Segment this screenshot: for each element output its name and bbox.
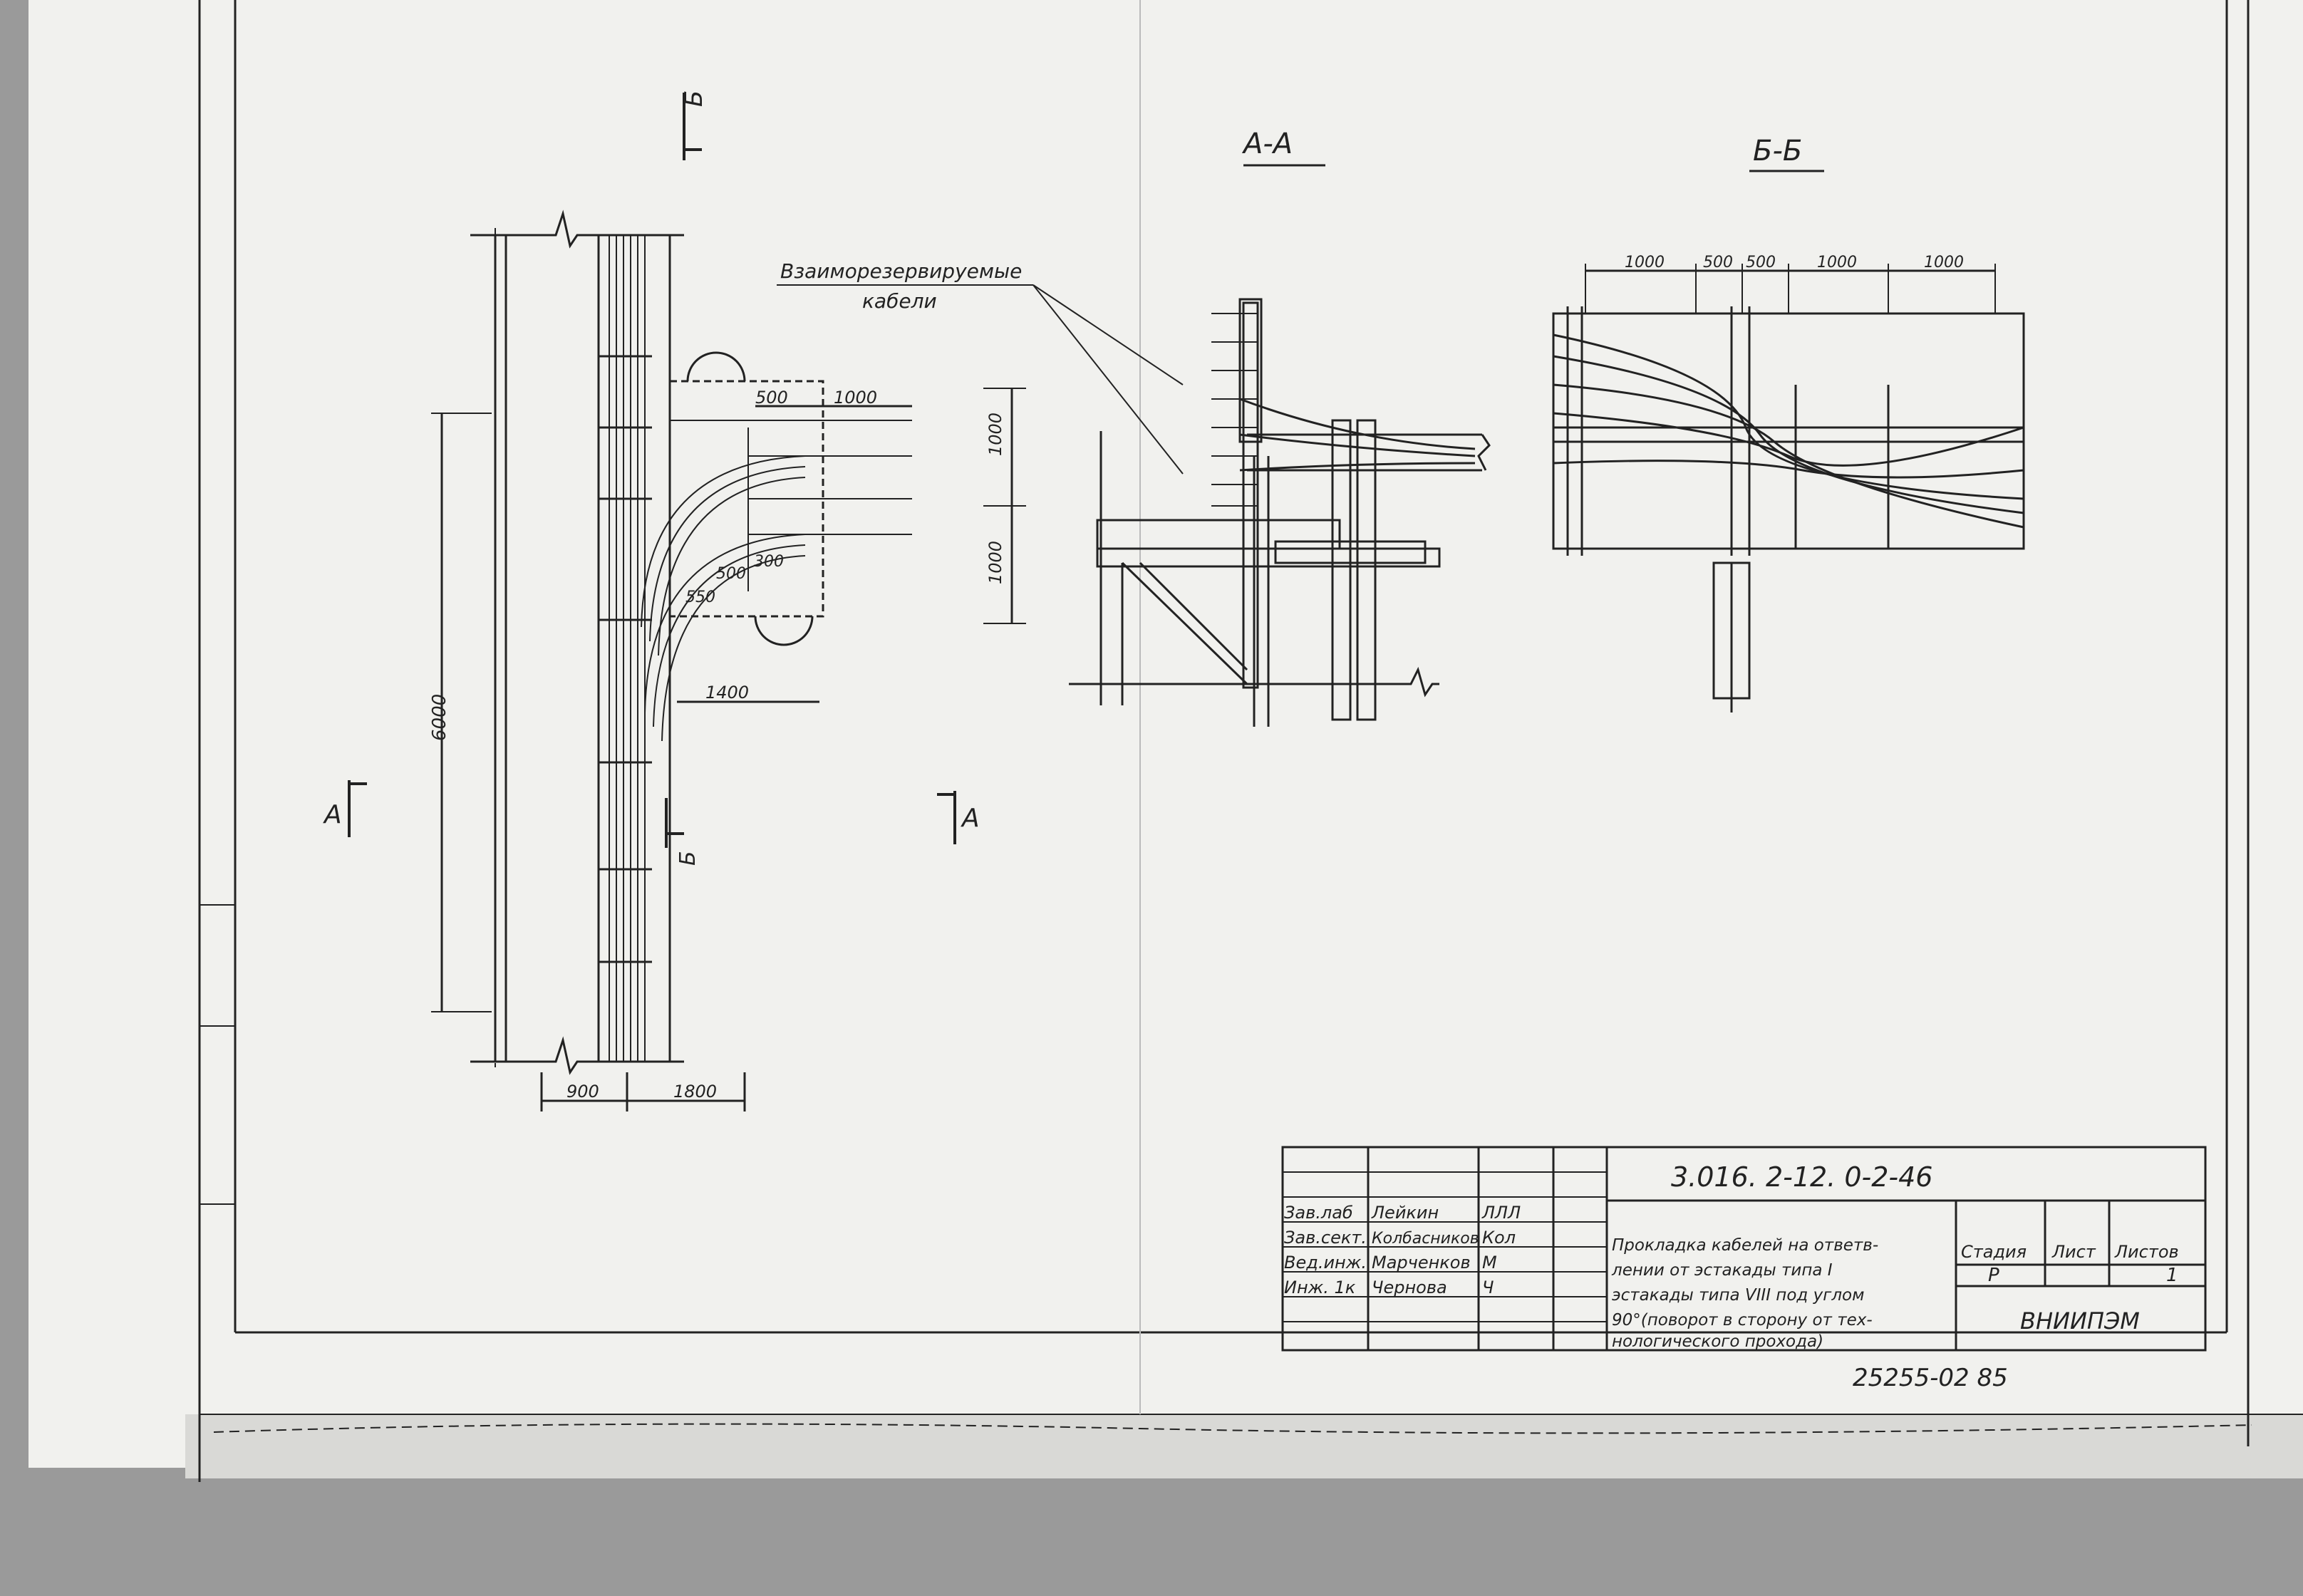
section-b-dim-3: 500 <box>1746 254 1776 271</box>
stage-value: Р <box>1988 1265 1999 1286</box>
dim-500-b: 500 <box>716 565 746 583</box>
dim-550: 550 <box>685 589 715 606</box>
section-b-dim-5: 1000 <box>1924 254 1964 271</box>
section-marker-a-left <box>348 780 367 837</box>
signature-rows: Зав.лаб Лейкин ЛЛЛ Зав.сект. Колбасников… <box>1284 1203 1521 1297</box>
row4-name: Чернова <box>1372 1278 1447 1297</box>
desc-line-3: эстакады типа VIII под углом <box>1612 1286 1864 1305</box>
section-b-title: Б-Б <box>1753 135 1802 167</box>
section-marker-b-mid-label: Б <box>676 851 700 866</box>
callout-line1: Взаиморезервируемые <box>780 259 1022 283</box>
drawing-sheet <box>29 0 2303 1468</box>
section-b-dim-4: 1000 <box>1817 254 1857 271</box>
row3-name: Марченков <box>1372 1253 1471 1273</box>
desc-line-5: нологического прохода) <box>1612 1332 1823 1351</box>
title-block <box>1281 1146 2207 1352</box>
row3-sign: М <box>1482 1253 1497 1273</box>
drawing-description: Прокладка кабелей на ответв- лении от эс… <box>1611 1236 1878 1351</box>
section-a-view <box>1069 298 1491 727</box>
section-a-title: А-А <box>1241 128 1293 160</box>
dim-6000: 6000 <box>429 694 450 741</box>
dim-1000-top: 1000 <box>834 388 877 408</box>
dim-1000-v2: 1000 <box>985 541 1005 584</box>
section-b-dim-2: 500 <box>1703 254 1733 271</box>
row3-role: Вед.инж. <box>1284 1253 1367 1273</box>
desc-line-1: Прокладка кабелей на ответв- <box>1612 1236 1878 1255</box>
sheet-frame <box>198 0 2303 1482</box>
section-b-dim-labels: 1000 500 500 1000 1000 <box>1625 254 1964 271</box>
section-b-view <box>1552 264 2025 712</box>
dim-500: 500 <box>755 388 788 408</box>
section-marker-b-mid <box>665 798 684 848</box>
row1-role: Зав.лаб <box>1284 1203 1353 1223</box>
dim-900: 900 <box>566 1082 599 1102</box>
sheet-label: Лист <box>2051 1242 2096 1262</box>
dim-1400: 1400 <box>705 683 749 703</box>
plan-view <box>431 209 1026 1112</box>
section-marker-a-right-label: А <box>961 804 980 833</box>
stage-label: Стадия <box>1961 1242 2027 1262</box>
row2-role: Зав.сект. <box>1284 1228 1367 1248</box>
section-marker-a-right <box>937 791 956 844</box>
section-b-dim-1: 1000 <box>1625 254 1665 271</box>
organization: ВНИИПЭМ <box>2020 1307 2140 1335</box>
row4-role: Инж. 1к <box>1284 1278 1356 1297</box>
row2-sign: Кол <box>1482 1228 1516 1248</box>
row1-sign: ЛЛЛ <box>1481 1203 1521 1223</box>
doc-code: 3.016. 2-12. 0-2-46 <box>1671 1161 1932 1193</box>
desc-line-4: 90°(поворот в сторону от тех- <box>1612 1311 1873 1330</box>
dim-1000-v1: 1000 <box>985 413 1005 456</box>
dim-1800: 1800 <box>673 1082 717 1102</box>
section-marker-b-top <box>683 93 702 160</box>
archive-number: 25255-02 85 <box>1853 1364 2008 1392</box>
row4-sign: Ч <box>1482 1278 1494 1297</box>
section-marker-b-top-label: Б <box>680 90 708 107</box>
section-marker-a-left-label: А <box>323 800 342 829</box>
sheets-label: Листов <box>2114 1242 2179 1262</box>
dim-300: 300 <box>754 553 784 571</box>
callout-line2: кабели <box>862 289 937 313</box>
row2-name: Колбасников <box>1372 1230 1479 1248</box>
row1-name: Лейкин <box>1371 1203 1439 1223</box>
sheet-bottom-strip <box>185 1414 2303 1478</box>
sheets-value: 1 <box>2166 1265 2178 1286</box>
desc-line-2: лении от эстакады типа I <box>1611 1261 1833 1280</box>
callout-leaders <box>777 284 1184 475</box>
